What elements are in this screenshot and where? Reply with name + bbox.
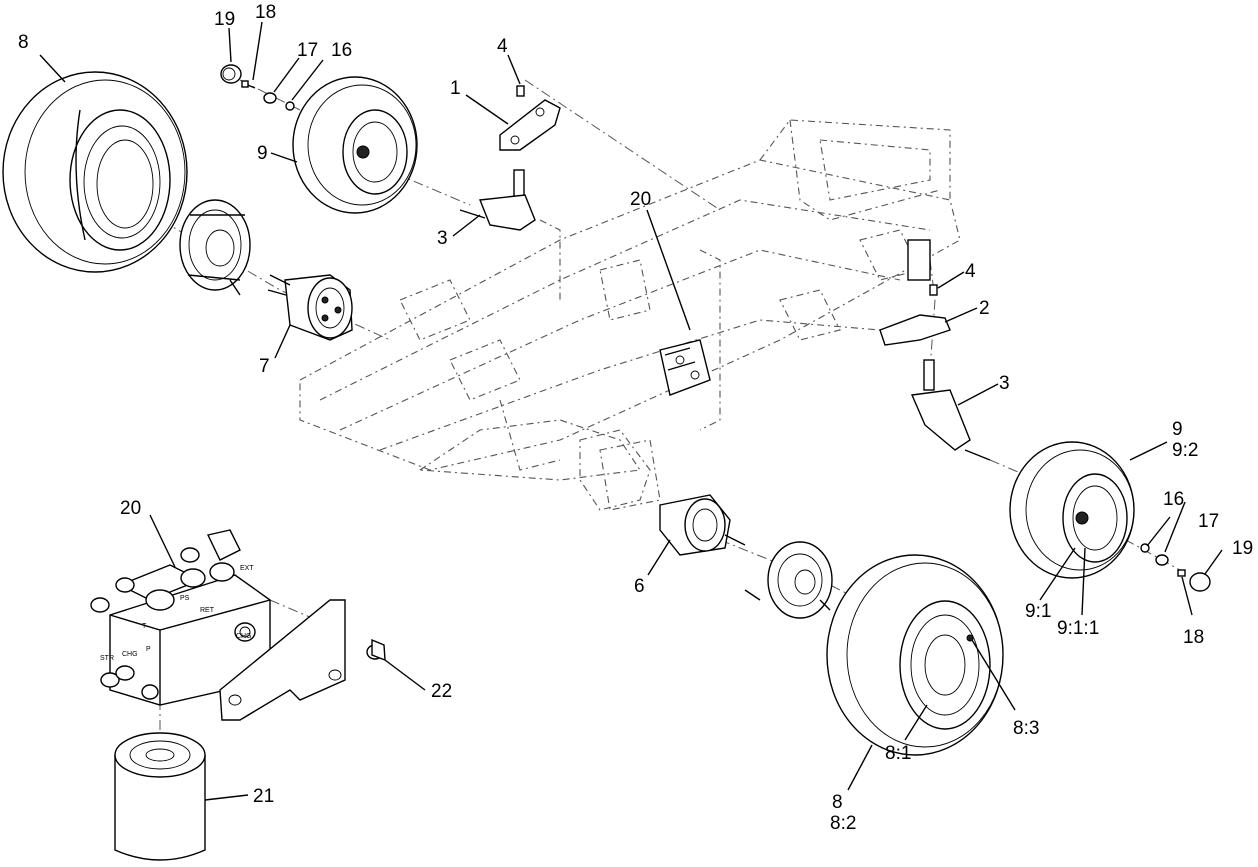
valve-center <box>659 339 711 396</box>
tire-left-front <box>292 76 418 214</box>
valve-mark-6: PS <box>180 595 190 602</box>
leader-lines <box>39 21 1223 801</box>
callout-18-right: 18 <box>1183 627 1204 648</box>
valve-mark-4: T <box>142 623 147 630</box>
motor-mount-plate <box>599 439 661 511</box>
callout-17-top: 17 <box>297 40 318 61</box>
callout-22: 22 <box>431 681 452 702</box>
callout-8-2: 8:2 <box>830 813 856 834</box>
steering-assembly-left <box>459 85 561 231</box>
callout-20-top: 20 <box>630 189 651 210</box>
valve-mark-2: CHG <box>122 651 138 658</box>
tire-right-front <box>1009 441 1135 579</box>
callout-3-top: 3 <box>437 228 448 249</box>
valve-mark-8: CHG <box>236 633 252 640</box>
callout-19-right: 19 <box>1232 538 1253 559</box>
tire-left-rear <box>2 71 188 273</box>
valve-mark-7: RET <box>200 607 215 614</box>
brake-hub-right <box>744 541 833 619</box>
callout-16-right: 16 <box>1163 489 1184 510</box>
callout-2: 2 <box>979 298 990 319</box>
callout-9-1: 9:1 <box>1025 601 1051 622</box>
bolt-22 <box>366 638 386 662</box>
callout-8-bottom: 8 <box>832 792 843 813</box>
chassis-frame <box>299 119 961 511</box>
callout-8-3: 8:3 <box>1013 718 1039 739</box>
callout-1: 1 <box>450 78 461 99</box>
steering-assembly-right <box>879 239 991 461</box>
brake-hub-left <box>179 199 251 296</box>
callout-9-top: 9 <box>257 143 268 164</box>
valve-mark-3: P <box>146 646 151 653</box>
callout-4-right: 4 <box>965 261 976 282</box>
callout-6: 6 <box>634 576 645 597</box>
callout-8-top: 8 <box>18 32 29 53</box>
callout-17-right: 17 <box>1198 511 1219 532</box>
callout-9-right: 9 <box>1172 419 1183 440</box>
callout-19-top: 19 <box>214 9 235 30</box>
callout-16-top: 16 <box>331 40 352 61</box>
valve-mark-1: STR <box>100 655 114 662</box>
small-hardware-left <box>220 64 295 111</box>
callout-9-2: 9:2 <box>1172 440 1198 461</box>
filter-21 <box>114 732 206 861</box>
callout-18-top: 18 <box>255 2 276 23</box>
tire-right-rear <box>826 554 1004 756</box>
valve-mark-5: EXT <box>240 565 254 572</box>
callout-21: 21 <box>253 786 274 807</box>
callout-9-1-1: 9:1:1 <box>1057 618 1099 639</box>
callout-4-top: 4 <box>497 36 508 57</box>
valve-block-detail: STR CHG P T EXT PS RET CHG <box>90 529 271 706</box>
callout-3-right: 3 <box>999 373 1010 394</box>
callout-8-1: 8:1 <box>885 743 911 764</box>
valve-bracket <box>219 599 346 721</box>
wheel-motor-left <box>267 274 353 341</box>
callout-7: 7 <box>259 356 270 377</box>
small-hardware-right <box>1140 543 1211 592</box>
callout-20-bottom: 20 <box>120 498 141 519</box>
wheel-motor-right <box>659 494 746 556</box>
callout-labels: 8 19 18 17 16 4 1 9 3 20 7 4 2 3 9 9:2 1… <box>18 2 1253 834</box>
